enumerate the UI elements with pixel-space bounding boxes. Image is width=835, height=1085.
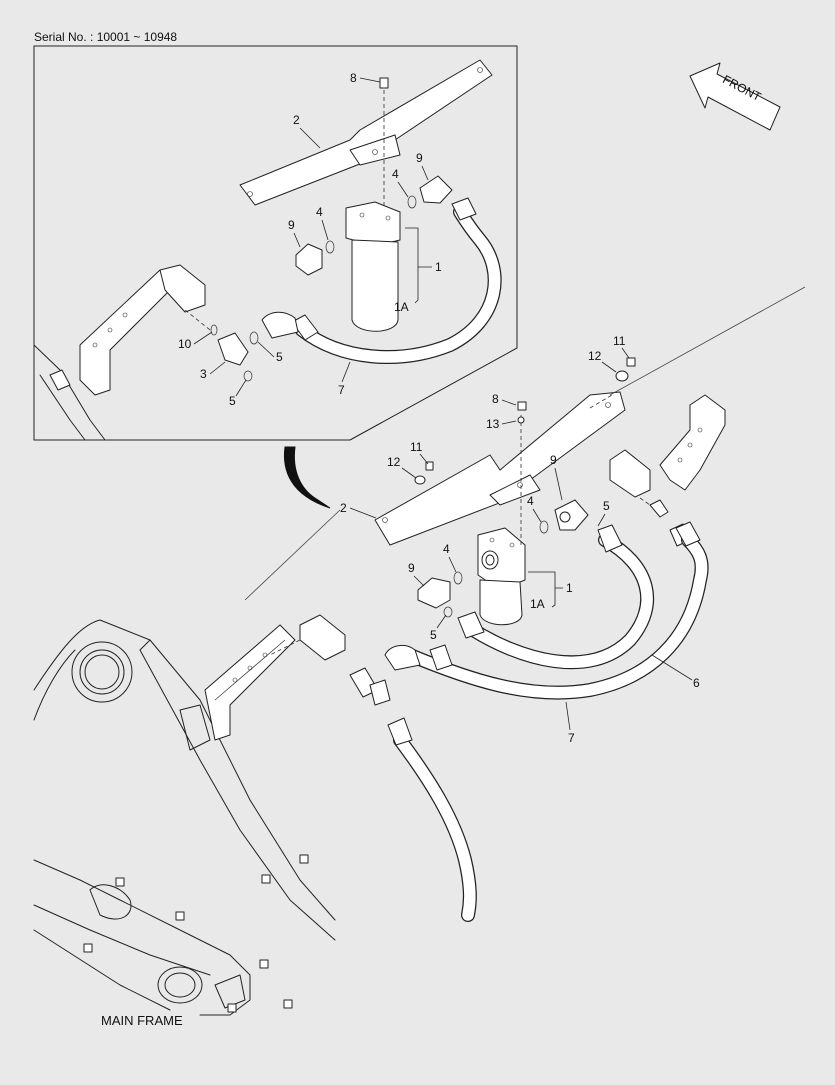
main-frame-drawing <box>33 619 336 1016</box>
callout-12: 12 <box>387 455 401 469</box>
callout-4: 4 <box>443 542 450 556</box>
callout-1a: 1A <box>394 300 409 314</box>
callout-9: 9 <box>550 453 557 467</box>
callout-12: 12 <box>588 349 602 363</box>
callout-8: 8 <box>350 71 357 85</box>
callout-11: 11 <box>613 334 626 348</box>
callout-9: 9 <box>416 151 423 165</box>
callout-1: 1 <box>435 260 442 274</box>
callout-9: 9 <box>288 218 295 232</box>
main-hoses <box>384 521 709 922</box>
callout-8: 8 <box>492 392 499 406</box>
callout-1a: 1A <box>530 597 545 611</box>
main-bracket-2 <box>374 391 626 546</box>
callout-2: 2 <box>293 113 300 127</box>
inset-callouts: 8 2 9 4 9 4 1 1A 10 5 3 5 7 <box>178 71 442 408</box>
inset-detail-view <box>33 45 518 441</box>
callout-10: 10 <box>178 337 192 351</box>
callout-5: 5 <box>229 394 236 408</box>
frame-mount-bracket <box>204 614 346 741</box>
front-direction-arrow: FRONT <box>689 62 781 131</box>
callout-5: 5 <box>603 499 610 513</box>
callout-7: 7 <box>568 731 575 745</box>
callout-6: 6 <box>693 676 700 690</box>
main-filter-assembly <box>349 357 636 706</box>
callout-7: 7 <box>338 383 345 397</box>
callout-4: 4 <box>527 494 534 508</box>
callout-11: 11 <box>410 440 423 454</box>
callout-4: 4 <box>392 167 399 181</box>
callout-13: 13 <box>486 417 500 431</box>
callout-5: 5 <box>430 628 437 642</box>
callout-9: 9 <box>408 561 415 575</box>
callout-5: 5 <box>276 350 283 364</box>
callout-2: 2 <box>340 501 347 515</box>
serial-number-label: Serial No. : 10001 ~ 10948 <box>34 30 178 44</box>
callout-1: 1 <box>566 581 573 595</box>
callout-4: 4 <box>316 205 323 219</box>
main-callouts: 11 12 8 13 11 12 2 4 9 5 9 4 1 1A 5 6 7 <box>340 334 700 745</box>
main-frame-label: MAIN FRAME <box>101 1013 183 1028</box>
callout-3: 3 <box>200 367 207 381</box>
right-mount-bracket <box>609 394 726 547</box>
